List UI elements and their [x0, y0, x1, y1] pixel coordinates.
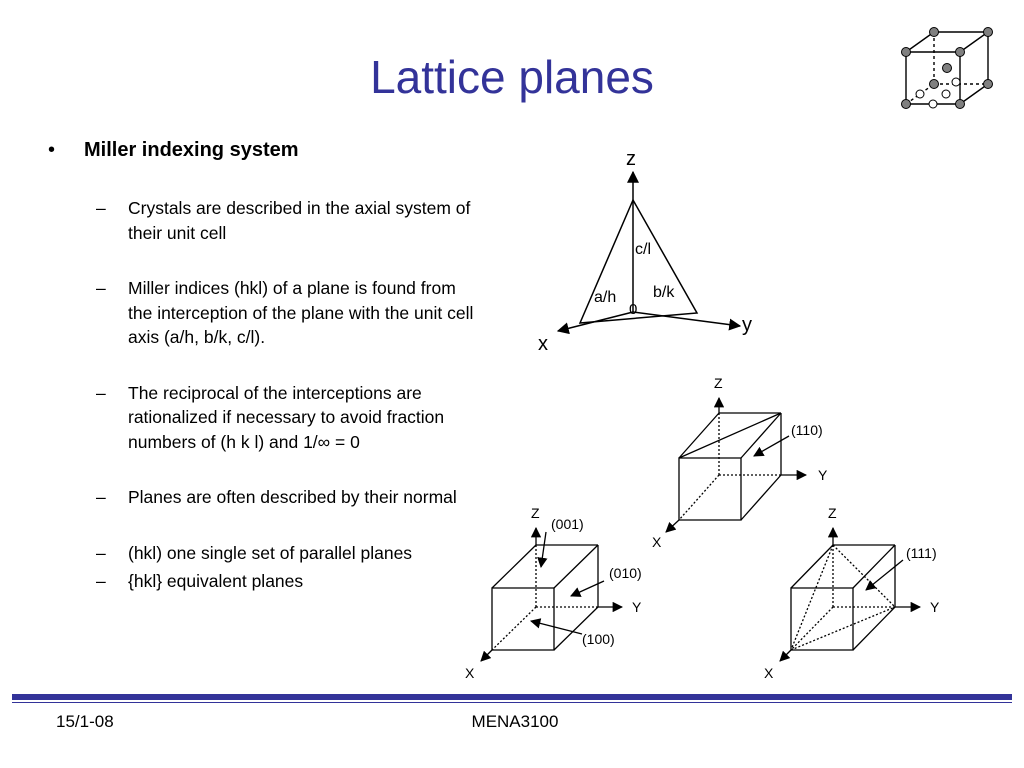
cube-111-label-y: Y	[930, 599, 940, 615]
cube-111-diagram	[779, 526, 922, 662]
crystal-unit-cell-icon	[901, 27, 993, 109]
sub-bullet: – Planes are often described by their no…	[48, 485, 478, 510]
plane-label-100: (100)	[582, 631, 615, 647]
page-title: Lattice planes	[370, 51, 654, 103]
dash-marker: –	[96, 198, 106, 218]
sub-bullet: – {hkl} equivalent planes	[48, 569, 478, 594]
dash-marker: –	[96, 278, 106, 298]
bullet-marker: •	[48, 139, 56, 161]
sub-bullet-text: Planes are often described by their norm…	[128, 487, 457, 507]
intercept-label-a-h: a/h	[594, 289, 616, 306]
cube-low-index-diagram	[480, 526, 624, 662]
sub-bullet: – (hkl) one single set of parallel plane…	[48, 541, 478, 566]
dash-marker: –	[96, 542, 106, 563]
sub-bullet: – Miller indices (hkl) of a plane is fou…	[48, 276, 478, 350]
sub-bullet-text: (hkl) one single set of parallel planes	[128, 542, 413, 563]
plane-label-110: (110)	[791, 422, 823, 438]
bullet-list: • Miller indexing system – Crystals are …	[48, 138, 478, 625]
cube-low-label-z: Z	[531, 505, 540, 521]
axis-label-x: x	[538, 333, 548, 355]
cube-110-label-x: X	[652, 534, 662, 550]
footer-divider-thin	[12, 702, 1012, 703]
footer-course: MENA3100	[471, 712, 559, 731]
bullet-main: • Miller indexing system	[48, 138, 478, 162]
cube-low-label-x: X	[465, 665, 475, 681]
sub-bullet-text: {hkl} equivalent planes	[128, 571, 304, 591]
origin-label: 0	[629, 301, 637, 318]
intercept-label-c-l: c/l	[635, 241, 651, 258]
dash-marker: –	[96, 487, 106, 507]
sub-bullet-text: The reciprocal of the interceptions are …	[128, 382, 445, 452]
sub-bullet-text: Miller indices (hkl) of a plane is found…	[128, 278, 474, 347]
dash-marker: –	[96, 382, 106, 403]
cube-110-label-z: Z	[714, 375, 723, 391]
sub-bullet-text: Crystals are described in the axial syst…	[128, 198, 471, 243]
sub-bullet: – The reciprocal of the interceptions ar…	[48, 381, 478, 455]
axis-label-y: y	[742, 314, 752, 336]
footer-date: 15/1-08	[56, 712, 114, 731]
plane-label-001: (001)	[551, 516, 584, 532]
dash-marker: –	[96, 571, 106, 591]
intercept-label-b-k: b/k	[653, 284, 675, 301]
plane-label-111: (111)	[906, 545, 937, 561]
cube-110-label-y: Y	[818, 467, 828, 483]
plane-label-010: (010)	[609, 565, 642, 581]
axis-intercept-diagram	[556, 170, 742, 335]
footer-divider	[12, 694, 1012, 700]
sub-bullet: – Crystals are described in the axial sy…	[48, 196, 478, 245]
bullet-main-text: Miller indexing system	[84, 139, 299, 161]
cube-110-diagram	[665, 396, 808, 533]
cube-111-label-z: Z	[828, 505, 837, 521]
cube-low-label-y: Y	[632, 599, 642, 615]
axis-label-z: z	[626, 148, 636, 170]
cube-111-label-x: X	[764, 665, 774, 681]
